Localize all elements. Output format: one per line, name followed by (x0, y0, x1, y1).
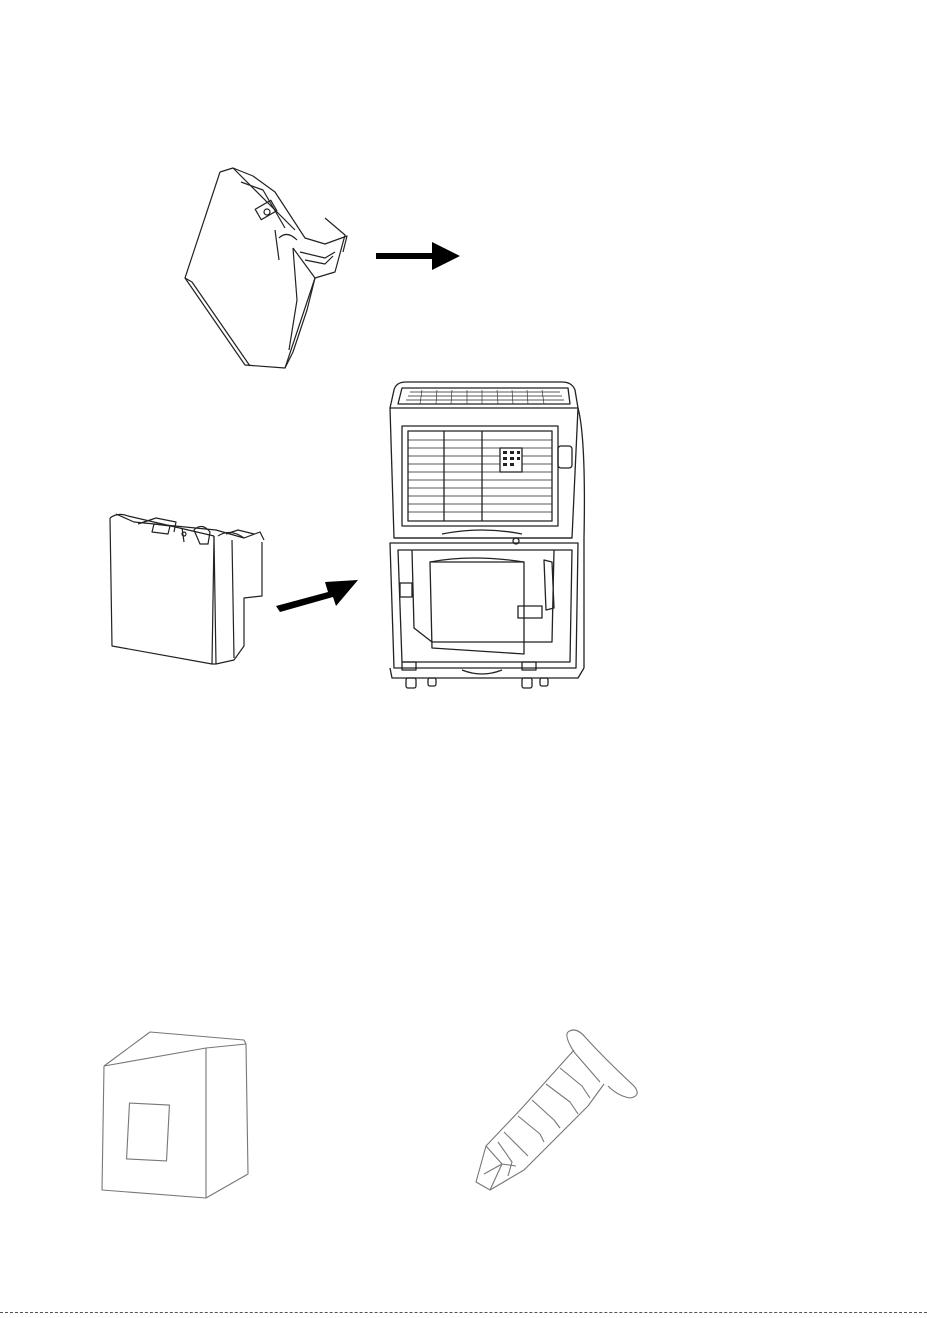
arrow-right-icon (374, 240, 464, 272)
water-tank-icon (104, 510, 276, 670)
arrow-right-icon (272, 572, 362, 616)
wall-anchor-icon (468, 1024, 644, 1200)
dehumidifier-unit-icon (372, 378, 594, 694)
filter-box-icon (98, 1030, 254, 1202)
page-bottom-rule (0, 1312, 927, 1313)
water-tank-tilted-icon (175, 160, 365, 375)
